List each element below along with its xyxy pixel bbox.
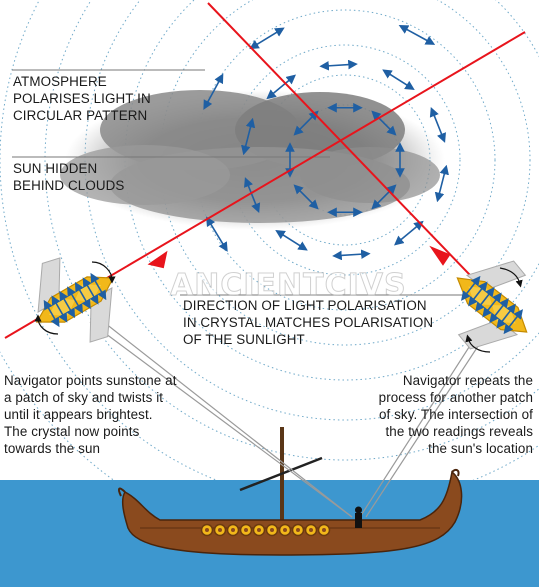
polarisation-arrow-icon xyxy=(266,74,297,100)
shield-boss xyxy=(283,528,287,532)
navigator-right-line: the two readings reveals xyxy=(385,424,533,439)
atmosphere-label-line: CIRCULAR PATTERN xyxy=(13,108,148,123)
polarisation-arrow-icon xyxy=(319,59,358,71)
shield-boss xyxy=(205,528,209,532)
polarisation-arrow-icon xyxy=(206,216,228,252)
twist-arrow-icon xyxy=(91,261,116,284)
shield-boss xyxy=(322,528,326,532)
shield-boss xyxy=(309,528,313,532)
twist-arrow-icon xyxy=(34,314,59,335)
watermark: ANCIENTCIVS xyxy=(170,268,407,304)
sightlines xyxy=(89,315,487,518)
navigator-figure-icon xyxy=(355,506,362,528)
direction-label-line: OF THE SUNLIGHT xyxy=(183,332,305,347)
shield-boss xyxy=(231,528,235,532)
navigator-left-line: until it appears brightest. xyxy=(4,407,153,422)
navigator-left-caption: Navigator points sunstone at a patch of … xyxy=(4,372,177,457)
navigator-right-caption: Navigator repeats the process for anothe… xyxy=(379,372,533,457)
navigator-left-line: Navigator points sunstone at xyxy=(4,373,177,388)
polarisation-arrow-icon xyxy=(249,27,285,50)
navigator-left-line: towards the sun xyxy=(4,441,101,456)
polarisation-arrow-icon xyxy=(244,177,261,214)
shield-boss xyxy=(244,528,248,532)
navigator-right-line: the sun's location xyxy=(428,441,533,456)
polarisation-arrow-icon xyxy=(293,110,319,136)
sun-hidden-label-line: SUN HIDDEN xyxy=(13,161,98,176)
atmosphere-label: ATMOSPHERE POLARISES LIGHT IN CIRCULAR P… xyxy=(13,73,151,124)
polarisation-arrow-icon xyxy=(293,184,319,210)
shield-boss xyxy=(296,528,300,532)
direction-label-line: DIRECTION OF LIGHT POLARISATION xyxy=(183,298,427,313)
sun-hidden-label: SUN HIDDEN BEHIND CLOUDS xyxy=(13,160,124,194)
polarisation-arrow-icon xyxy=(429,106,446,143)
polarisation-arrow-icon xyxy=(503,309,524,335)
crystal-polarisation-arrows-right xyxy=(460,275,524,335)
atmosphere-label-line: ATMOSPHERE xyxy=(13,74,107,89)
polarisation-arrow-icon xyxy=(90,272,107,301)
navigator-left-line: a patch of sky and twists it xyxy=(4,390,164,405)
twist-arrow-icon xyxy=(465,334,491,353)
polarisation-arrow-icon xyxy=(332,249,371,261)
shields xyxy=(200,523,331,537)
shield-boss xyxy=(218,528,222,532)
shield-boss xyxy=(270,528,274,532)
polarisation-arrow-icon xyxy=(275,229,308,251)
navigator-right-line: Navigator repeats the xyxy=(402,373,533,388)
navigator-right-line: process for another patch xyxy=(378,390,533,405)
polarisation-arrow-icon xyxy=(434,164,449,203)
atmosphere-label-line: POLARISES LIGHT IN xyxy=(13,91,151,106)
crystal-polarisation-arrows-left xyxy=(43,272,107,328)
polarisation-arrow-icon xyxy=(371,110,397,136)
sun-hidden-label-line: BEHIND CLOUDS xyxy=(13,178,125,193)
polarisation-arrow-icon xyxy=(382,69,415,91)
polarisation-arrow-icon xyxy=(393,220,424,246)
polarisation-ring xyxy=(194,9,496,311)
polarisation-arrows xyxy=(203,24,449,261)
polarisation-arrow-icon xyxy=(241,117,256,156)
yard-arm xyxy=(239,456,323,492)
direction-label: DIRECTION OF LIGHT POLARISATION IN CRYST… xyxy=(183,297,433,348)
navigator-right-line: of sky. The intersection of xyxy=(378,407,533,422)
polarisation-arrow-icon xyxy=(203,73,224,110)
direction-label-line: IN CRYSTAL MATCHES POLARISATION xyxy=(183,315,434,330)
polarisation-arrow-icon xyxy=(398,24,436,45)
shield-boss xyxy=(257,528,261,532)
navigator-left-line: The crystal now points xyxy=(4,424,140,439)
twist-arrow-icon xyxy=(499,267,523,288)
